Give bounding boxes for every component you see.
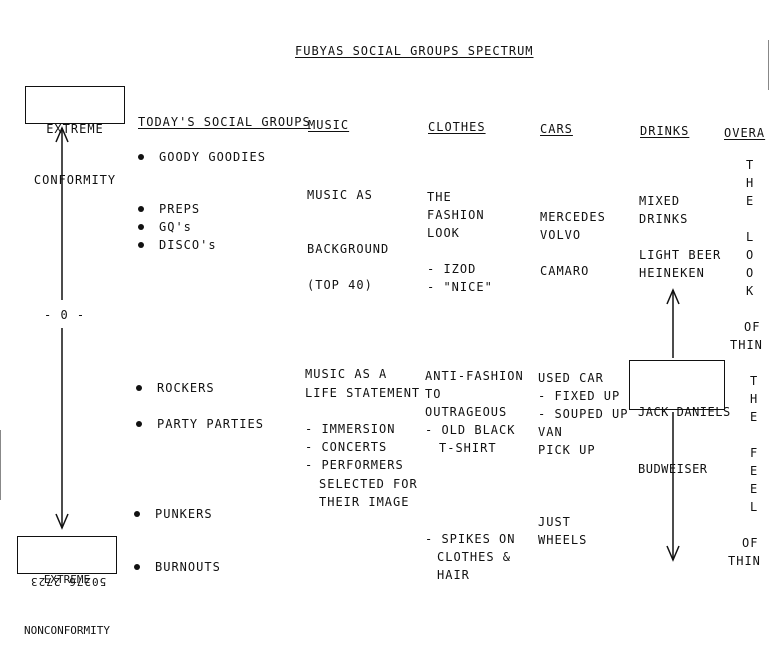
bullet-goody-goodies [138,154,144,160]
music-bottom-line6: SELECTED FOR [319,477,418,491]
group-rockers: ROCKERS [157,381,215,395]
group-discos: DISCO's [159,238,217,252]
group-punkers: PUNKERS [155,507,213,521]
clothes-top-line4: - IZOD [427,262,477,276]
overall-15: E [750,482,759,496]
cars-bottom-line3: - SOUPED UP [538,407,629,421]
clothes-bottom-line1: ANTI-FASHION [425,369,524,383]
overall-14: E [750,464,759,478]
bullet-preps [138,206,144,212]
scan-mark-left [0,430,1,500]
drinks-top-line3: LIGHT BEER [639,248,722,262]
cars-bottom-line5: PICK UP [538,443,596,457]
clothes-top-line5: - "NICE" [427,280,493,294]
arrows-layer [55,126,680,562]
overall-10: T [750,374,759,388]
drinks-arrow-down-head [666,545,680,562]
cars-top-line2: VOLVO [540,228,582,242]
cars-top-line1: MERCEDES [540,210,606,224]
left-arrow-up-head [55,126,69,143]
header-overall: OVERA [724,126,766,140]
header-groups: TODAY'S SOCIAL GROUPS [138,115,311,129]
clothes-bottom-line3: OUTRAGEOUS [425,405,508,419]
overall-12: E [750,410,759,424]
clothes-bottom-line5: T-SHIRT [439,441,497,455]
group-gqs: GQ's [159,220,192,234]
music-top-line3: (TOP 40) [307,278,373,292]
music-bottom-line7: THEIR IMAGE [319,495,410,509]
music-bottom-line5: - PERFORMERS [305,458,404,472]
drinks-box-line1: JACK DANIELS [638,405,731,419]
music-bottom-line3: - IMMERSION [305,422,396,436]
clothes-bottom-line6: - SPIKES ON [425,532,516,546]
music-top-line1: MUSIC AS [307,188,373,202]
cars-bottom-line1: USED CAR [538,371,604,385]
overall-1: T [746,158,755,172]
music-bottom-line2: LIFE STATEMENT [305,386,421,400]
group-goody-goodies: GOODY GOODIES [159,150,266,164]
header-drinks: DRINKS [640,124,690,138]
bullet-party-parties [136,421,142,427]
cars-bottom-line6: JUST [538,515,571,529]
cars-bottom-line2: - FIXED UP [538,389,621,403]
clothes-bottom-line2: TO [425,387,442,401]
overall-13: F [750,446,759,460]
drinks-top-line4: HEINEKEN [639,266,705,280]
scan-mark-right [768,40,769,90]
overall-18: THIN [728,554,761,568]
page-title: FUBYAS SOCIAL GROUPS SPECTRUM [295,44,534,58]
overall-6: O [746,266,755,280]
clothes-top-line2: FASHION [427,208,485,222]
group-preps: PREPS [159,202,201,216]
drinks-box: JACK DANIELS BUDWEISER [629,360,730,476]
overall-2: H [746,176,755,190]
header-cars: CARS [540,122,573,136]
clothes-bottom-line8: HAIR [437,568,470,582]
music-bottom-line1: MUSIC AS A [305,367,388,381]
clothes-bottom-line4: - OLD BLACK [425,423,516,437]
group-party-parties: PARTY PARTIES [157,417,264,431]
header-clothes: CLOTHES [428,120,486,134]
music-bottom-line4: - CONCERTS [305,440,388,454]
bullet-discos [138,242,144,248]
music-top-line2: BACKGROUND [307,242,390,256]
overall-3: E [746,194,755,208]
cars-top-line3: CAMARO [540,264,590,278]
cars-bottom-line7: WHEELS [538,533,588,547]
overall-5: O [746,248,755,262]
left-arrow-down-head [55,513,69,530]
overall-11: H [750,392,759,406]
extreme-nonconformity-line2: NONCONFORMITY [23,624,111,637]
drinks-arrow-up-head [666,288,680,305]
drinks-top-line1: MIXED [639,194,681,208]
bullet-punkers [134,511,140,517]
overall-17: OF [742,536,759,550]
clothes-bottom-line7: CLOTHES & [437,550,512,564]
overall-8: OF [744,320,761,334]
overall-4: L [746,230,755,244]
bullet-rockers [136,385,142,391]
header-music: MUSIC [308,118,350,132]
overall-7: K [746,284,755,298]
axis-zero-label: - 0 - [44,308,86,322]
group-burnouts: BURNOUTS [155,560,221,574]
clothes-top-line1: THE [427,190,452,204]
drinks-top-line2: DRINKS [639,212,689,226]
extreme-nonconformity-line1: EXTREME [43,573,91,586]
clothes-top-line3: LOOK [427,226,460,240]
extreme-conformity-line2: CONFORMITY [33,173,117,187]
drinks-box-line2: BUDWEISER [638,462,708,476]
bullet-burnouts [134,564,140,570]
cars-bottom-line4: VAN [538,425,563,439]
overall-16: L [750,500,759,514]
overall-9: THIN [730,338,763,352]
bullet-gqs [138,224,144,230]
